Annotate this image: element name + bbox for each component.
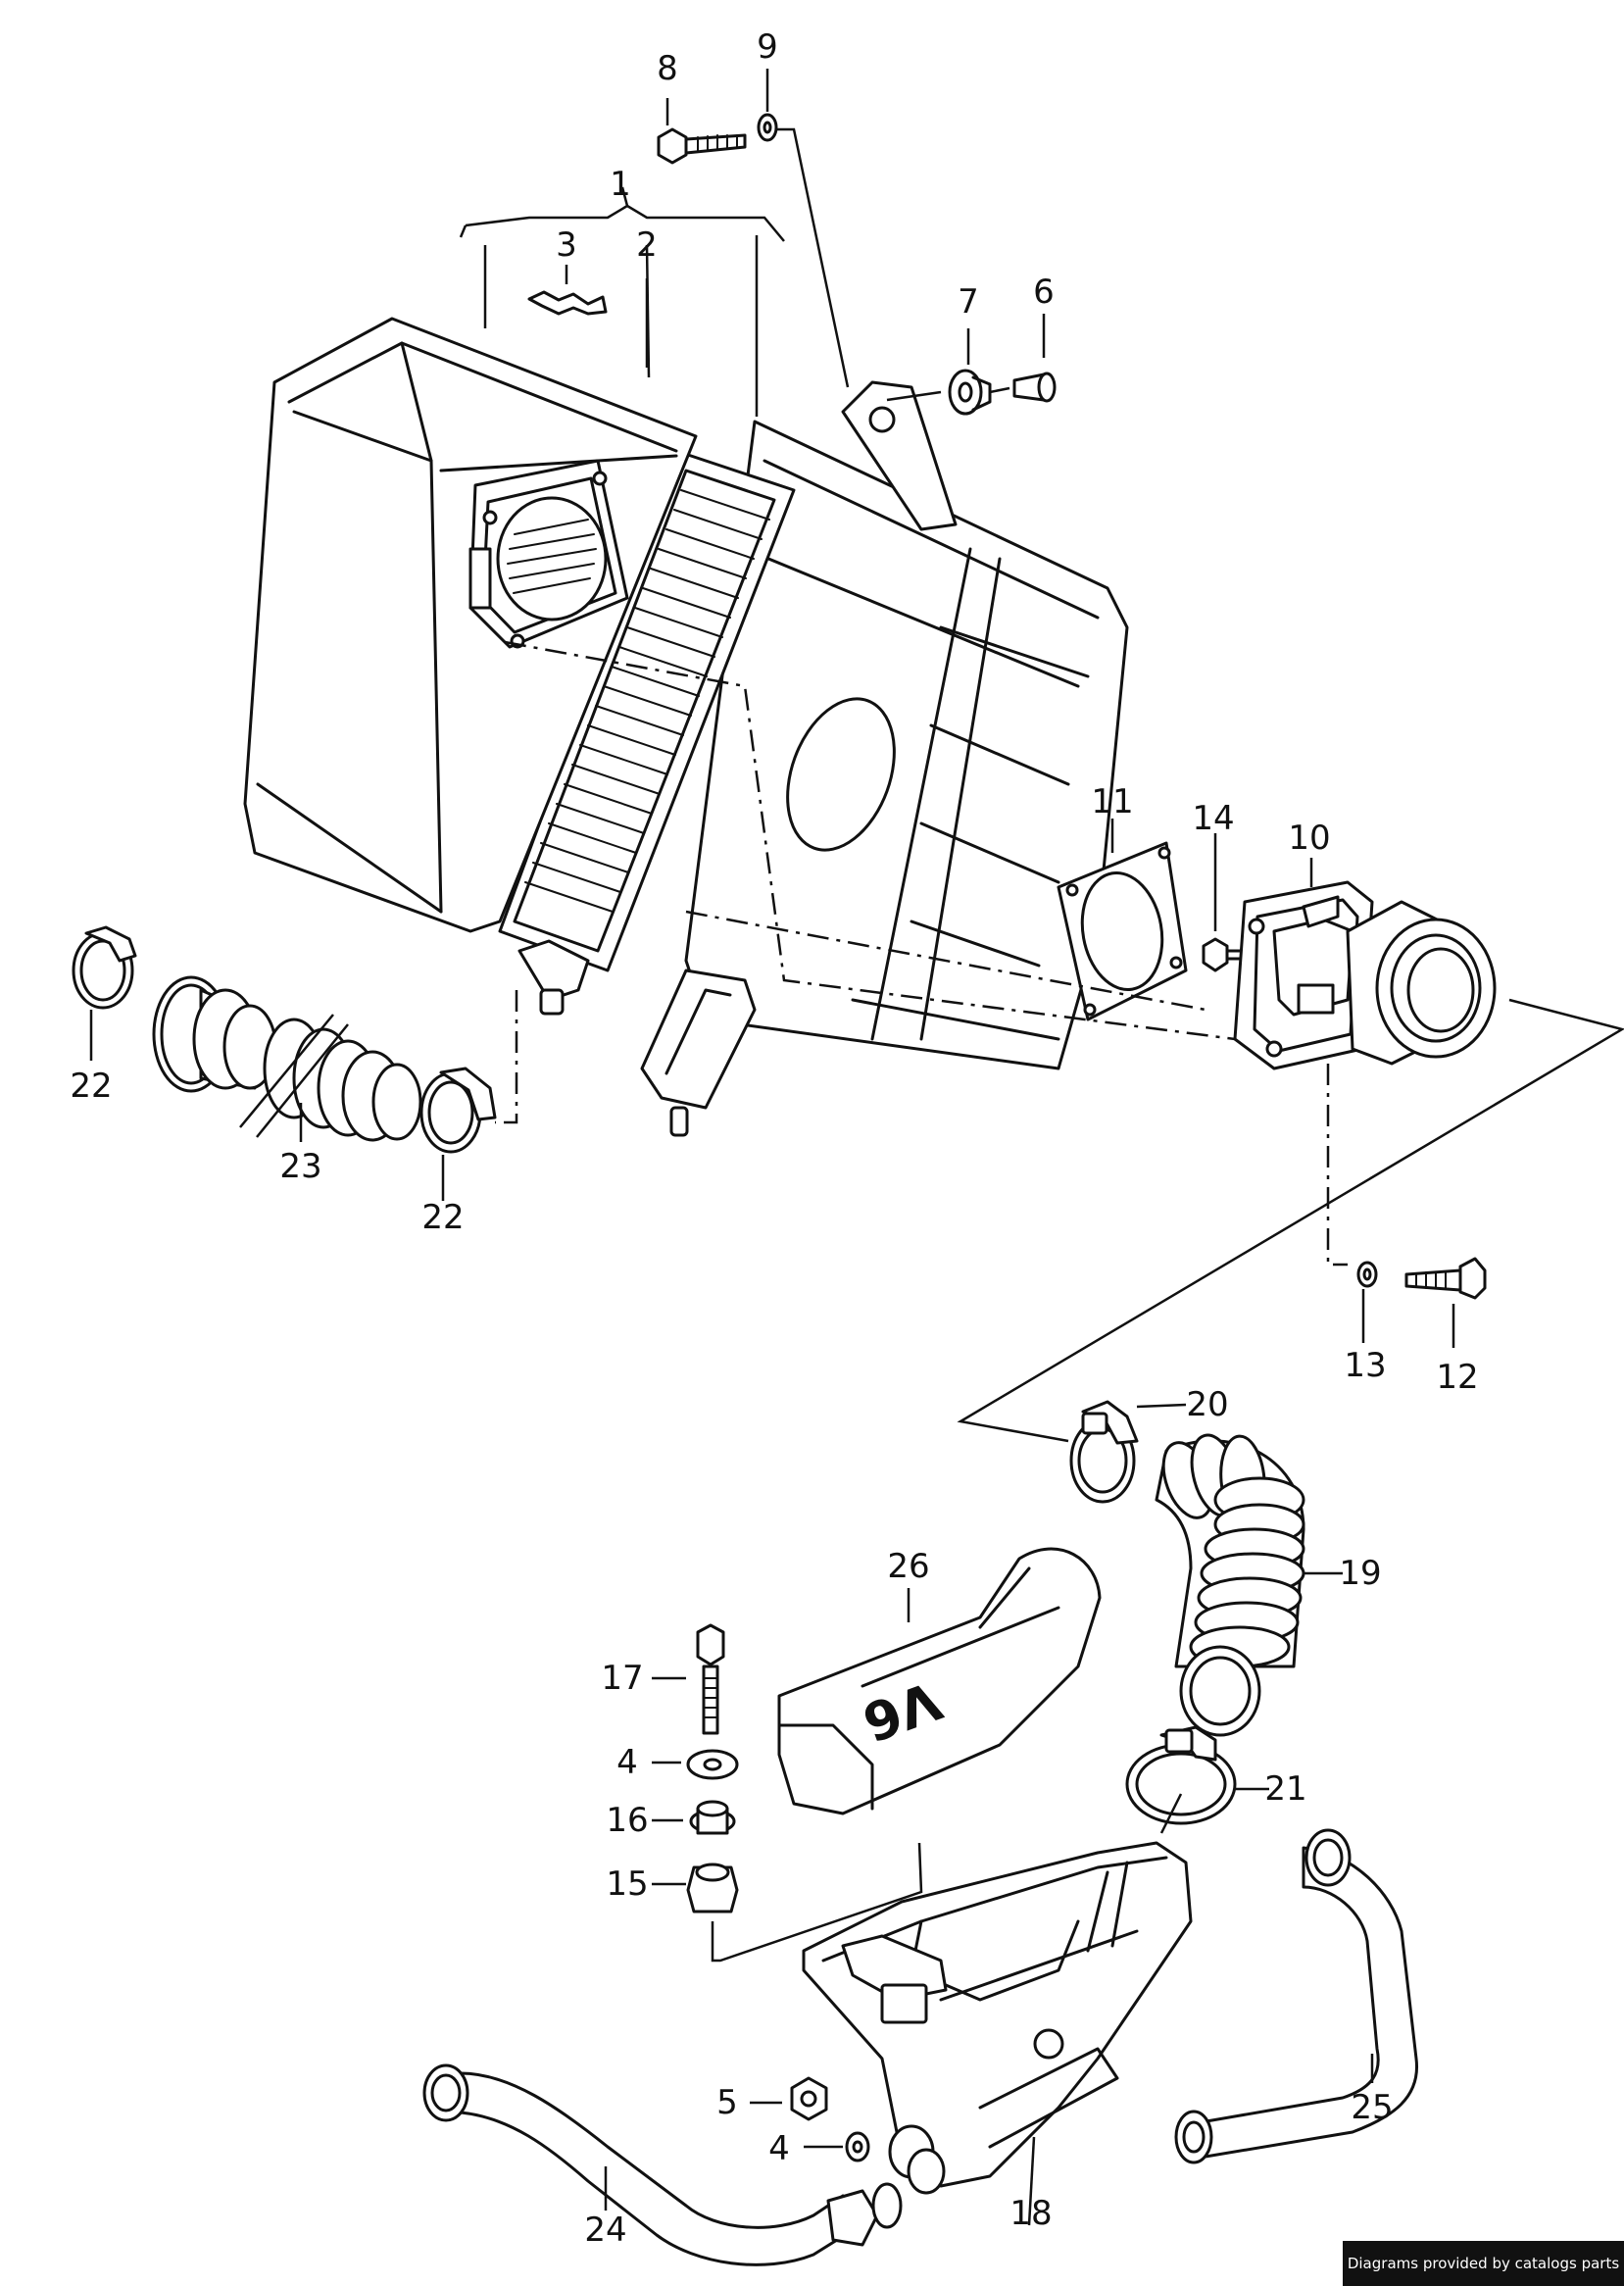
clamp-22-left <box>72 925 137 1010</box>
callout-4-lower: 4 <box>768 2129 790 2168</box>
callout-24: 24 <box>584 2211 627 2250</box>
callout-7: 7 <box>958 282 979 322</box>
callout-5: 5 <box>716 2083 738 2122</box>
callout-18: 18 <box>1009 2194 1053 2233</box>
washer-9 <box>757 113 778 142</box>
callout-14: 14 <box>1192 799 1235 838</box>
connecting-hose-19 <box>1155 1433 1305 1737</box>
callout-17: 17 <box>601 1659 644 1698</box>
grommet-15 <box>686 1863 739 1913</box>
callout-19: 19 <box>1339 1554 1382 1593</box>
air-mass-meter-10 <box>1233 880 1497 1070</box>
callout-3: 3 <box>556 225 577 265</box>
callout-23: 23 <box>279 1147 322 1186</box>
bolt-8 <box>657 127 747 165</box>
washer-13 <box>1356 1261 1378 1288</box>
credit-footer: Diagrams provided by catalogs parts <box>1343 2241 1624 2286</box>
callout-15: 15 <box>606 1864 649 1904</box>
callout-1: 1 <box>610 165 631 204</box>
nut-5 <box>790 2076 828 2121</box>
callout-6: 6 <box>1033 273 1055 312</box>
callout-13: 13 <box>1344 1346 1387 1385</box>
gasket-11 <box>1057 841 1188 1021</box>
intake-hose-23 <box>152 975 422 1142</box>
callout-22-right: 22 <box>421 1198 465 1237</box>
callout-12: 12 <box>1436 1358 1479 1397</box>
callout-25: 25 <box>1351 2088 1394 2127</box>
washer-4-upper <box>686 1749 739 1780</box>
bolt-12 <box>1404 1257 1487 1300</box>
bolt-17 <box>696 1623 725 1735</box>
bushing-6 <box>1012 372 1057 403</box>
retaining-clip <box>527 290 608 316</box>
callout-8: 8 <box>657 49 678 88</box>
breather-hose-24 <box>422 2063 903 2266</box>
callout-4-upper: 4 <box>616 1743 638 1782</box>
callout-16: 16 <box>606 1801 649 1840</box>
air-filter-housing <box>243 317 1129 1137</box>
intake-grille <box>507 519 597 594</box>
air-guide-18 <box>802 1841 1193 2195</box>
clamp-22-right <box>419 1067 497 1154</box>
engine-cover-26 <box>777 1547 1102 1815</box>
callout-22-left: 22 <box>70 1067 113 1106</box>
callout-21: 21 <box>1264 1769 1307 1809</box>
callout-2: 2 <box>636 225 658 265</box>
callout-9: 9 <box>757 27 778 67</box>
callout-20: 20 <box>1186 1385 1229 1424</box>
washer-4-lower <box>845 2131 870 2162</box>
bushing-16 <box>689 1800 736 1835</box>
callout-10: 10 <box>1288 819 1331 858</box>
filter-pleats <box>524 489 770 913</box>
callout-11: 11 <box>1091 782 1134 821</box>
grommet-7 <box>948 369 992 416</box>
breather-hose-25 <box>1174 1828 1419 2164</box>
clamp-21 <box>1125 1725 1237 1825</box>
clamp-20 <box>1069 1400 1139 1504</box>
callout-26: 26 <box>887 1547 930 1586</box>
